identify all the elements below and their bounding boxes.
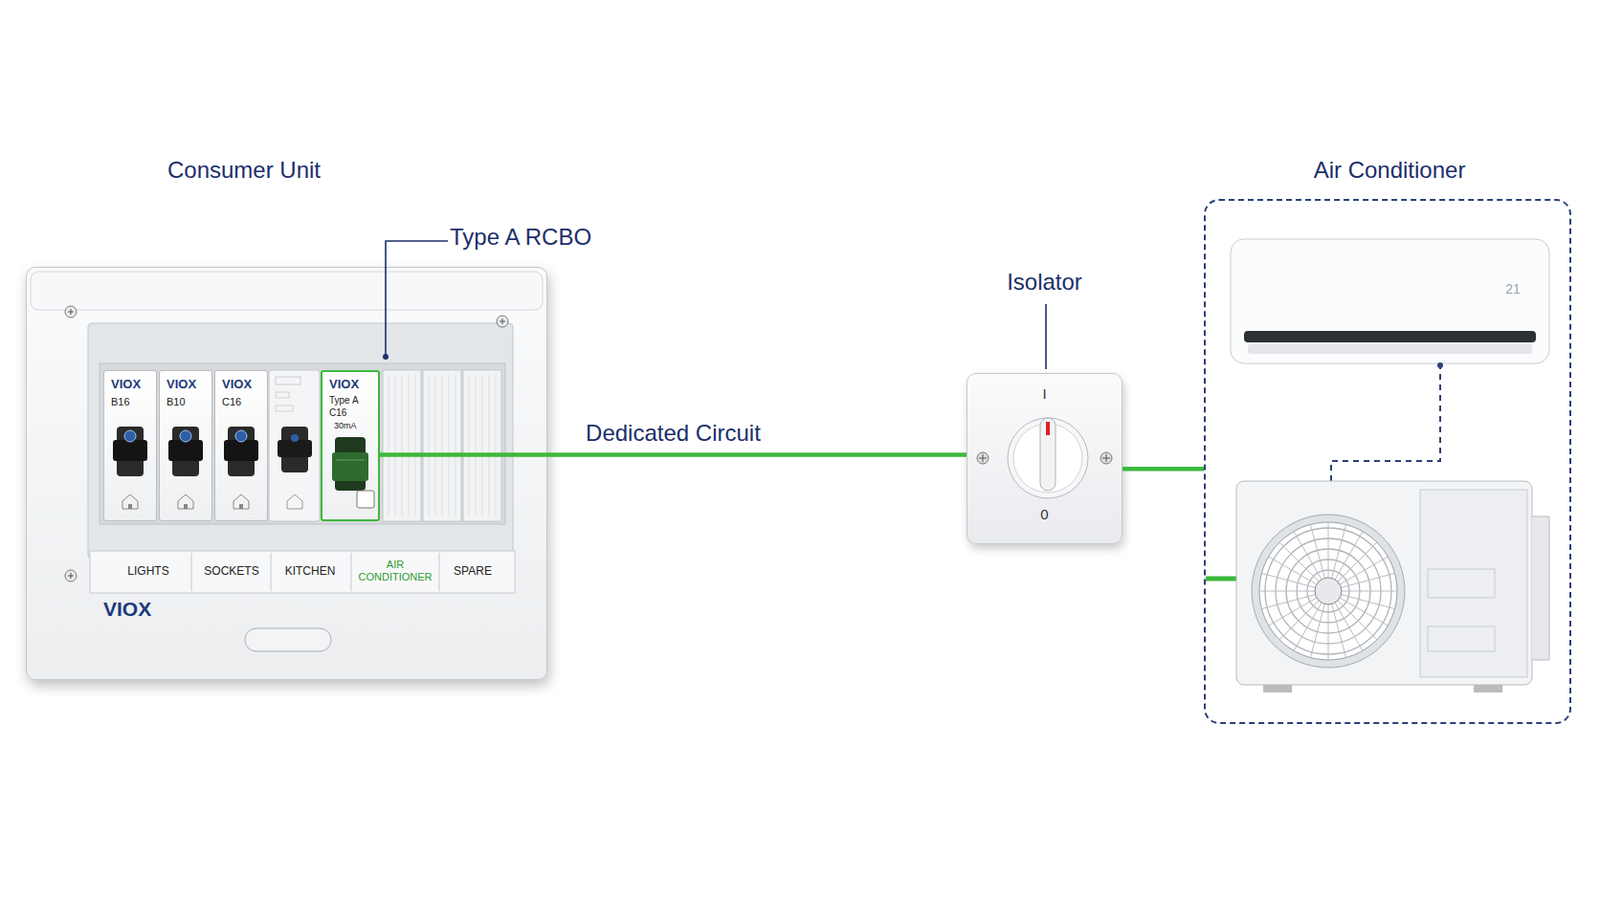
breaker-toggle xyxy=(215,371,269,523)
circuit-label: LIGHTS xyxy=(90,564,206,578)
node-text: VIOX xyxy=(222,377,268,393)
air-conditioner-group: Air Conditioner xyxy=(1203,199,1572,725)
rcbo-toggle xyxy=(322,372,382,524)
node-text: C16 xyxy=(329,407,378,420)
breaker: VIOX B16 xyxy=(103,370,157,522)
heading: Isolator xyxy=(929,268,1160,297)
breaker: VIOX B10 xyxy=(158,370,213,522)
breaker-toggle xyxy=(159,371,214,523)
node-text: B10 xyxy=(166,396,213,409)
brand-label: VIOX xyxy=(103,597,180,622)
breaker: VIOX C16 xyxy=(214,370,268,522)
display-reading: 21 xyxy=(1498,281,1528,298)
circuit-label: KITCHEN xyxy=(252,564,368,578)
rcbo-breaker: VIOX Type AC1630mA xyxy=(320,370,380,522)
node-text: 0 xyxy=(967,506,1122,524)
heading: Air Conditioner xyxy=(1205,156,1574,185)
node-text: Type A xyxy=(329,395,378,407)
isolator-leader xyxy=(1044,304,1047,370)
isolator-switch: IsolatorI0 xyxy=(966,373,1123,545)
air-conditioner-units xyxy=(1205,200,1574,727)
node-text: C16 xyxy=(222,396,268,409)
circuit-label: AIR CONDITIONER xyxy=(355,558,436,583)
node-text: B16 xyxy=(111,396,157,409)
callout-label: Type A RCBO xyxy=(449,223,642,252)
circuit-label: SPARE xyxy=(415,564,531,578)
heading: Consumer Unit xyxy=(52,156,436,185)
circuit-wire xyxy=(1122,466,1204,472)
edge-label: Dedicated Circuit xyxy=(581,420,765,448)
circuit-label: SOCKETS xyxy=(174,564,289,578)
node-text: I xyxy=(967,385,1122,403)
node-text: VIOX xyxy=(111,377,157,393)
node-text: VIOX xyxy=(329,377,378,393)
circuit-wire xyxy=(379,452,967,458)
breaker-toggle xyxy=(104,371,158,523)
node-text: VIOX xyxy=(166,377,213,393)
node-text: 30mA xyxy=(333,421,377,432)
